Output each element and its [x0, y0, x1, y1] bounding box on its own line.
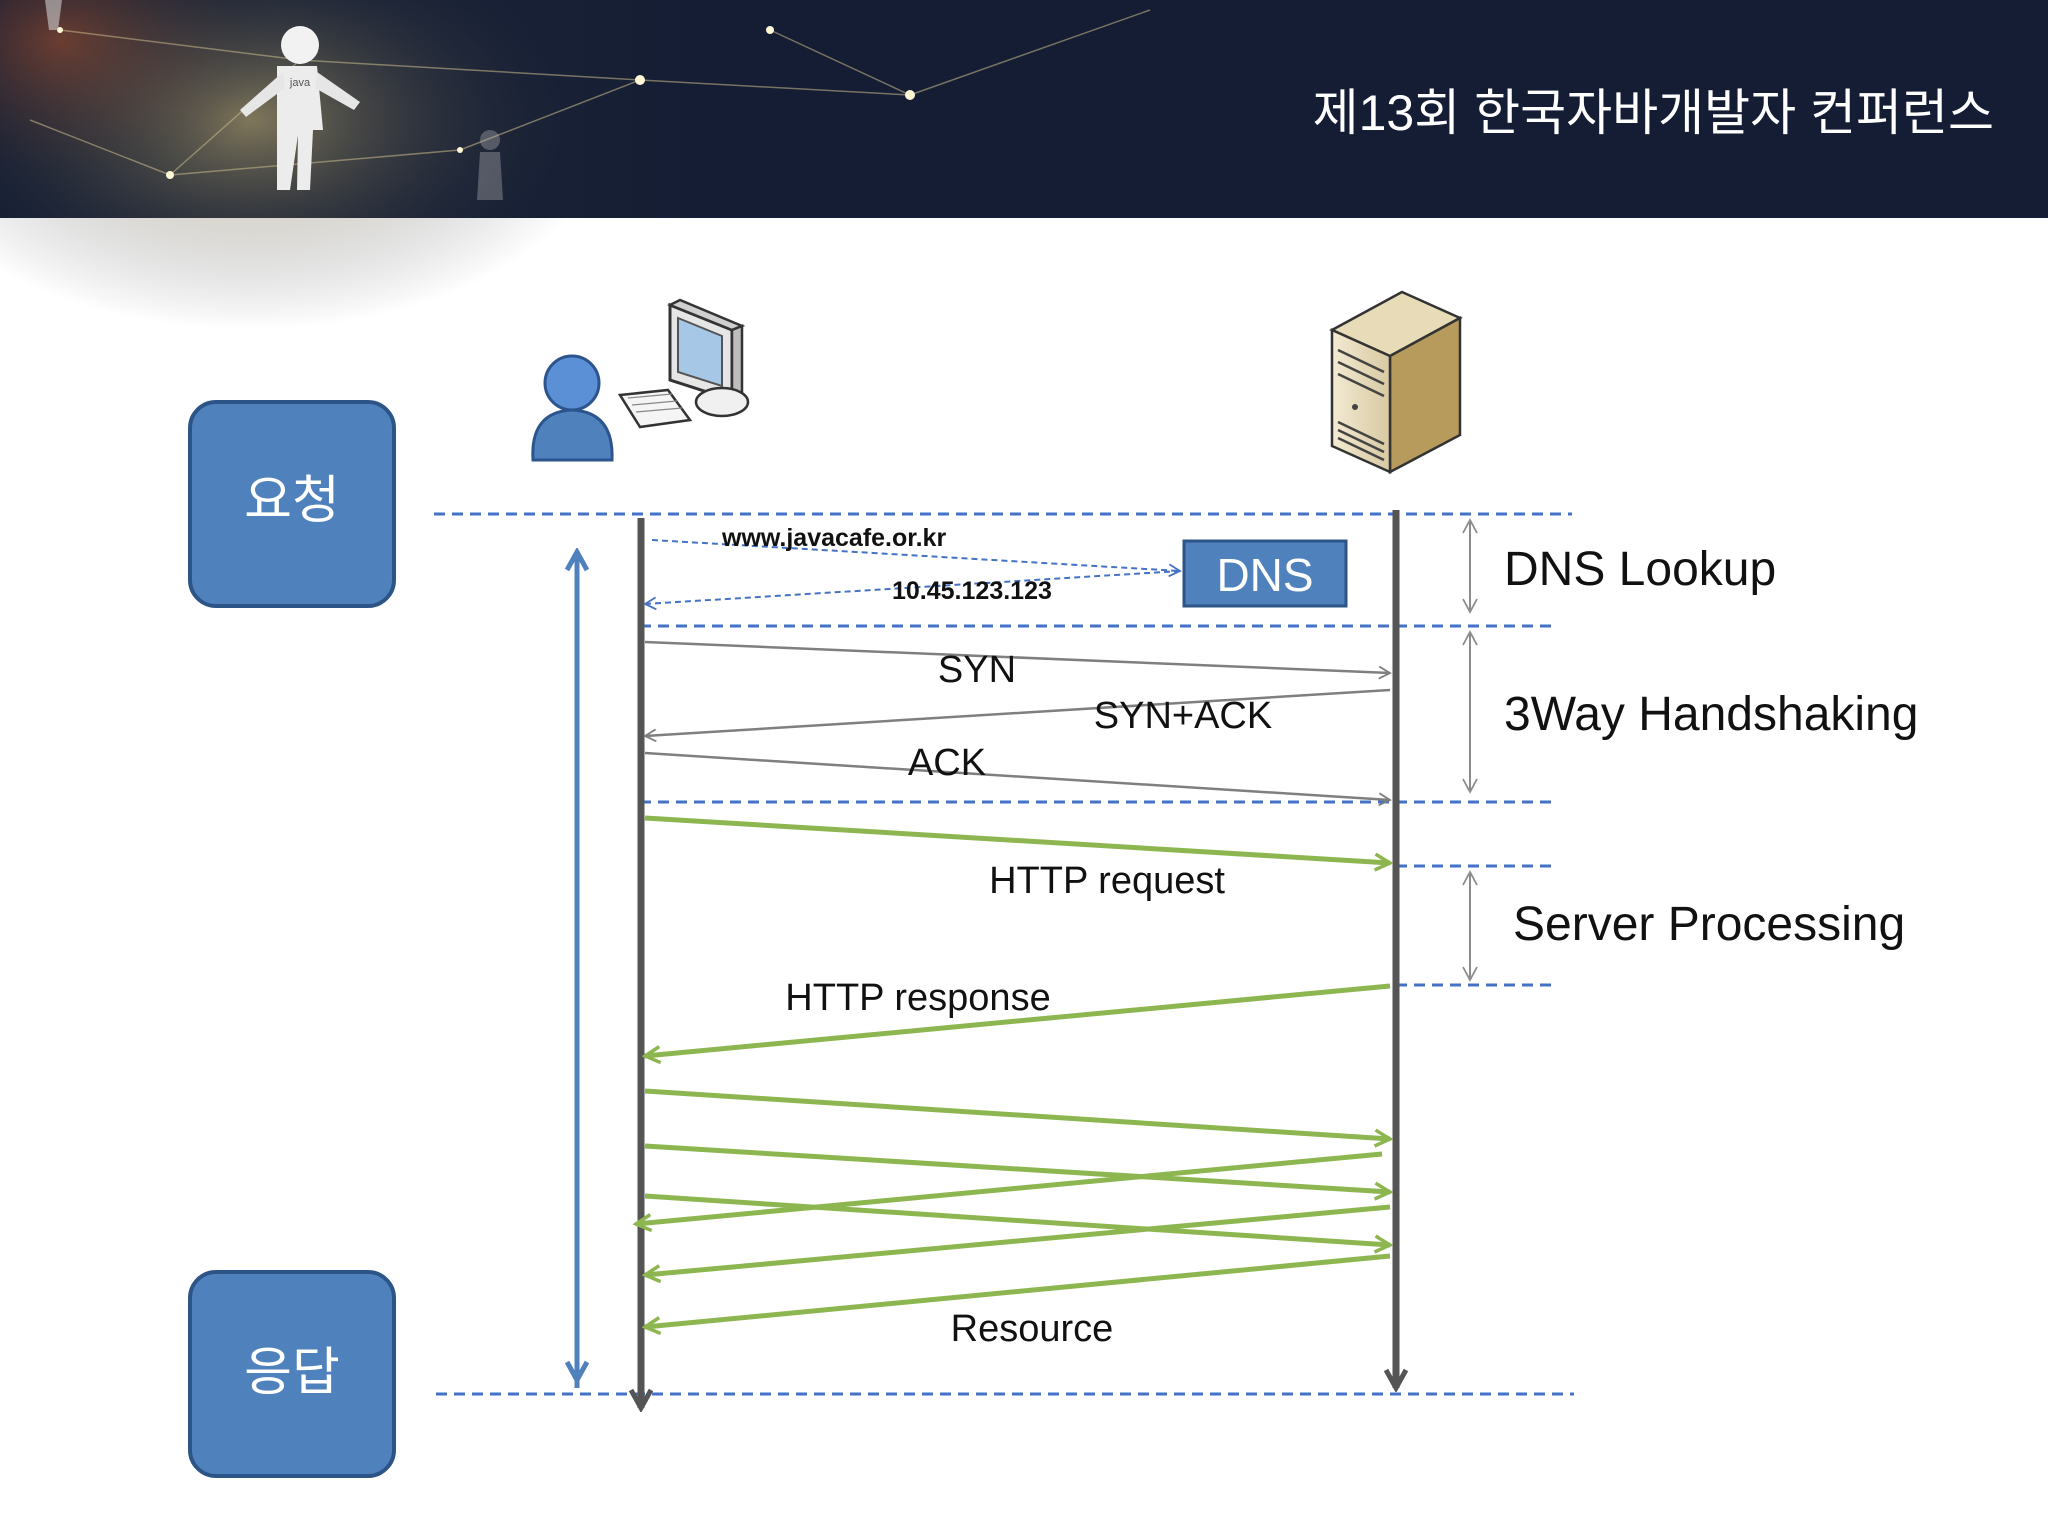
resource-response-arrow: [636, 1151, 1383, 1224]
syn-ack-arrow: [643, 688, 1391, 743]
phase-label-server-processing: Server Processing: [1513, 898, 1905, 951]
resource-request-arrow: [644, 1088, 1390, 1139]
syn-ack-label: SYN+ACK: [1094, 695, 1272, 737]
resource-request-arrow: [644, 1193, 1390, 1245]
response-label: 응답: [244, 1344, 340, 1402]
phase-separators: [434, 512, 1574, 1396]
ack-arrow: [644, 751, 1392, 807]
resource-response-arrow: [645, 1204, 1391, 1275]
syn-arrow: [644, 640, 1392, 680]
resource-request-arrow: [644, 1143, 1390, 1192]
figure-label: java: [289, 77, 311, 89]
http-response-label: HTTP response: [785, 977, 1050, 1019]
resource-arrows: [636, 1088, 1391, 1327]
client-user-icon: [531, 354, 614, 462]
ack-label: ACK: [908, 742, 986, 784]
dns-answer-label: 10.45.123.123: [892, 577, 1052, 605]
dns-label: DNS: [1216, 549, 1313, 601]
response-box: 응답: [188, 1270, 396, 1478]
small-figure-top-icon: [45, 0, 62, 30]
desktop-computer-icon: [617, 298, 750, 429]
dns-query-arrow: [651, 539, 1182, 578]
phase-label-dns-lookup: DNS Lookup: [1504, 543, 1776, 596]
syn-label: SYN: [938, 649, 1016, 691]
http-request-arrow: [644, 815, 1390, 863]
http-request-label: HTTP request: [989, 860, 1225, 902]
resource-label: Resource: [951, 1308, 1114, 1350]
conference-title: 제13회 한국자바개발자 컨퍼런스: [1313, 85, 1994, 141]
server-tower-icon: [1329, 290, 1463, 475]
dns-query-label: www.javacafe.or.kr: [721, 524, 946, 552]
resource-response-arrow: [645, 1253, 1391, 1327]
dns-box: DNS: [1182, 539, 1348, 608]
small-figure-icon: [477, 130, 503, 200]
phase-label-handshake: 3Way Handshaking: [1504, 688, 1918, 741]
request-label: 요청: [244, 472, 340, 530]
constellation-stars: [57, 26, 915, 179]
header-banner: java 제13회 한국자바개발자 컨퍼런스: [0, 0, 2048, 330]
request-box: 요청: [188, 400, 396, 608]
http-response-arrow: [645, 983, 1391, 1056]
java-figure-icon: java: [240, 26, 360, 190]
